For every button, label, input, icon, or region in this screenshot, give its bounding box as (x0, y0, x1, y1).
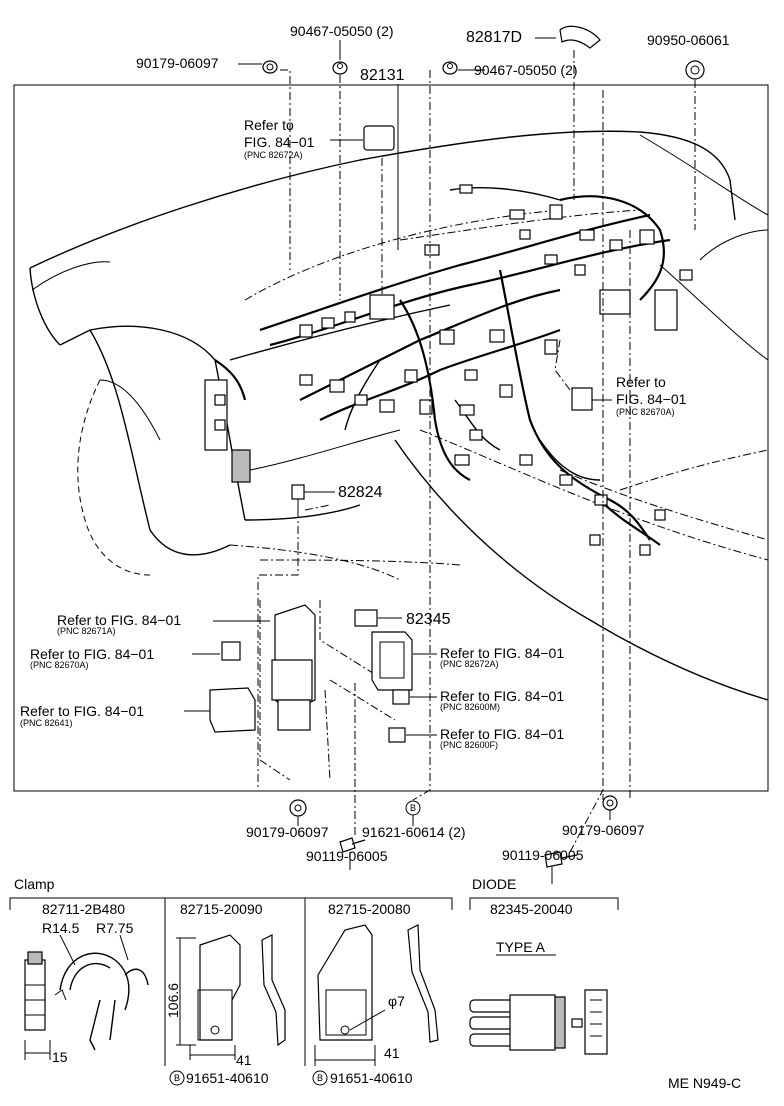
diode-drawing (469, 954, 608, 1055)
ref-right-line1: Refer to (616, 374, 666, 390)
clamp-1-r1: R14.5 (42, 920, 80, 936)
junction-block (209, 600, 413, 781)
mid-part-icons (257, 484, 402, 790)
car-body-outline (29, 130, 769, 701)
lower-ref-leaders (184, 620, 437, 736)
ref-l2-pnc: (PNC 82670A) (30, 660, 89, 670)
ref-r1-pnc: (PNC 82672A) (440, 659, 499, 669)
ref-r2-text: Refer to FIG. 84−01 (440, 688, 564, 704)
top-part-icons (262, 25, 705, 80)
diode-type: TYPE A (496, 939, 546, 955)
ref-l2-text: Refer to FIG. 84−01 (30, 646, 154, 662)
part-90179-06097-top: 90179-06097 (136, 55, 219, 71)
b-marker-bottom: B (410, 803, 416, 813)
ref-l1-text: Refer to FIG. 84−01 (57, 612, 181, 628)
ref-r3-text: Refer to FIG. 84−01 (440, 726, 564, 742)
part-90467-05050-left: 90467-05050 (2) (290, 23, 394, 39)
ref-r3-pnc: (PNC 82600F) (440, 740, 498, 750)
clamp-2-b-marker: B (174, 1073, 180, 1083)
part-90119-06005-right: 90119-06005 (502, 847, 584, 863)
part-82345: 82345 (406, 611, 451, 628)
ref-r2-pnc: (PNC 82600M) (440, 702, 500, 712)
bottom-part-icons (289, 245, 618, 884)
part-90119-06005-left: 90119-06005 (306, 848, 388, 864)
ref-right-connector (554, 90, 631, 800)
figure-code: ME N949-C (668, 1075, 741, 1091)
clamp-2-bolt: 91651-40610 (186, 1070, 269, 1086)
clamp-3-bolt: 91651-40610 (330, 1070, 413, 1086)
part-90950-06061: 90950-06061 (647, 32, 730, 48)
diode-part: 82345-20040 (490, 901, 573, 917)
part-82817d: 82817D (466, 29, 522, 46)
part-90179-06097-bottom-right: 90179-06097 (562, 822, 645, 838)
clamp-2-drawing (169, 934, 286, 1086)
main-frame (13, 84, 769, 792)
ref-l3-pnc: (PNC 82641) (20, 718, 73, 728)
ref-right-line2: FIG. 84−01 (616, 391, 687, 407)
harness-connectors (204, 184, 693, 556)
clamp-3-b-marker: B (317, 1073, 323, 1083)
clamp-3-drawing (312, 924, 439, 1086)
wire-harness (213, 187, 671, 546)
ref-top-connector-icon (363, 125, 395, 151)
ref-r1-text: Refer to FIG. 84−01 (440, 645, 564, 661)
clamp-1-drawing (24, 934, 149, 1060)
diode-title: DIODE (472, 876, 516, 892)
clamp-2-dim-w: 41 (236, 1052, 252, 1068)
clamp-1-r2: R7.75 (96, 920, 134, 936)
top-leader-lines (238, 37, 696, 300)
clamp-3-part: 82715-20080 (328, 901, 411, 917)
clamp-3-hole: φ7 (388, 993, 405, 1009)
ref-top-line2: FIG. 84−01 (244, 134, 315, 150)
clamp-section-frame (9, 897, 619, 1066)
ref-top-pnc: (PNC 82672A) (244, 150, 303, 160)
ref-l1-pnc: (PNC 82671A) (57, 626, 116, 636)
part-90467-05050-right: 90467-05050 (2) (474, 62, 578, 78)
ref-right-pnc: (PNC 82670A) (616, 407, 675, 417)
part-91621-60614: 91621-60614 (2) (362, 824, 466, 840)
part-82131: 82131 (360, 67, 405, 84)
clamp-1-part: 82711-2B480 (42, 901, 125, 917)
ref-l3-text: Refer to FIG. 84−01 (20, 703, 144, 719)
clamp-2-dim-h: 106.6 (165, 983, 181, 1018)
ref-top-line1: Refer to (244, 117, 294, 133)
part-82824: 82824 (338, 484, 383, 501)
part-90179-06097-bottom-left: 90179-06097 (246, 824, 329, 840)
clamp-1-dim: 15 (52, 1049, 68, 1065)
clamp-2-part: 82715-20090 (180, 901, 263, 917)
clamp-3-dim-w: 41 (384, 1045, 400, 1061)
clamp-title: Clamp (14, 876, 55, 892)
